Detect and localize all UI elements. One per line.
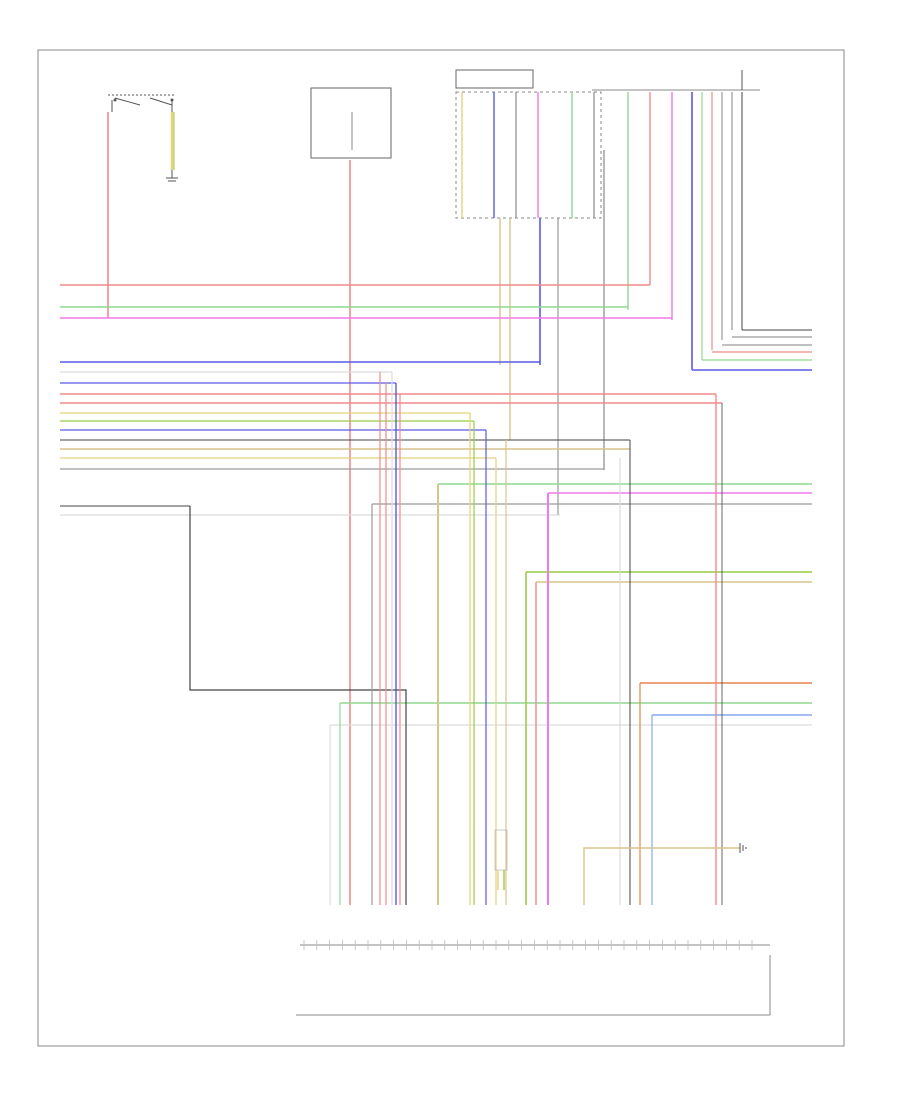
- wire: [583, 847, 740, 905]
- ground-symbol: [166, 170, 178, 182]
- diagram-frame: [37, 49, 845, 1047]
- connector-header-box: [455, 69, 534, 89]
- connector-dashed-box: [455, 91, 602, 219]
- ground-symbol: [739, 843, 747, 853]
- switch-component: [108, 94, 175, 112]
- control-module-box: [310, 87, 392, 159]
- wire: [189, 506, 407, 905]
- bottom-connector: [296, 944, 771, 1016]
- connector-pin-marks: [303, 940, 753, 950]
- component-block: [494, 829, 508, 871]
